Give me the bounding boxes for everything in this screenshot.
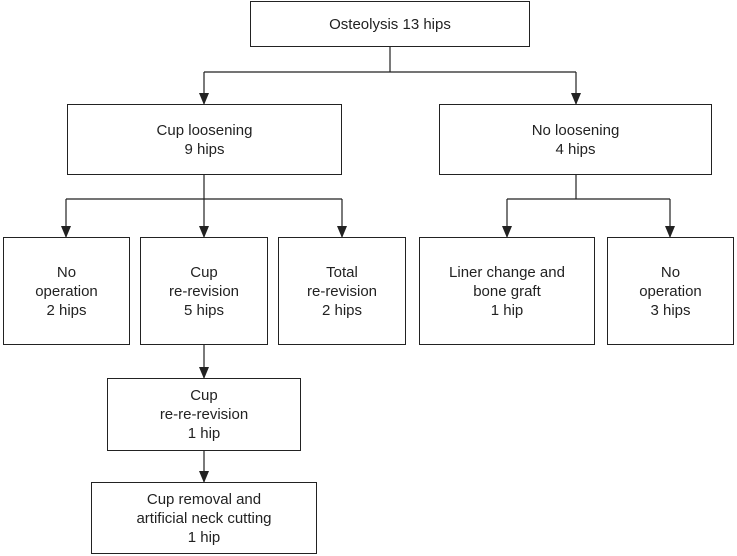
node-cup-removal: Cup removal and artificial neck cutting …: [91, 482, 317, 554]
node-cup-rerevision-line-3: 5 hips: [183, 301, 225, 319]
node-cup-removal-line-2: artificial neck cutting: [136, 509, 272, 527]
node-total-rerevision: Total re-revision 2 hips: [278, 237, 406, 345]
node-cup-rerevision: Cup re-revision 5 hips: [140, 237, 268, 345]
node-cup-rerevision-line-2: re-revision: [168, 282, 240, 300]
node-no-operation-right-line-3: 3 hips: [650, 301, 691, 319]
node-cup-rererevision-line-2: re-re-revision: [159, 406, 249, 423]
node-no-operation-left-line-2: operation: [35, 282, 98, 300]
node-no-operation-left-line-1: No: [56, 263, 77, 281]
node-no-operation-right-line-1: No: [660, 263, 681, 281]
node-cup-removal-line-1: Cup removal and: [146, 490, 262, 508]
node-cup-rererevision-line-1: Cup: [190, 387, 218, 404]
node-liner-change-line-1: Liner change and: [449, 263, 565, 281]
node-osteolysis-line-1: Osteolysis 13 hips: [329, 15, 451, 33]
node-liner-change-line-2: bone graft: [473, 282, 541, 300]
node-cup-rerevision-line-1: Cup: [190, 263, 218, 281]
node-cup-loosening: Cup loosening 9 hips: [67, 104, 342, 175]
node-total-rerevision-line-2: re-revision: [306, 282, 378, 300]
node-liner-change: Liner change and bone graft 1 hip: [419, 237, 595, 345]
node-no-operation-right-line-2: operation: [639, 282, 702, 300]
node-no-operation-left: No operation 2 hips: [3, 237, 130, 345]
node-no-loosening: No loosening 4 hips: [439, 104, 712, 175]
node-cup-loosening-line-2: 9 hips: [184, 140, 225, 158]
node-total-rerevision-line-3: 2 hips: [321, 301, 363, 319]
node-total-rerevision-line-1: Total: [326, 263, 358, 281]
node-no-operation-right: No operation 3 hips: [607, 237, 734, 345]
node-liner-change-line-3: 1 hip: [490, 301, 524, 319]
node-no-loosening-line-2: 4 hips: [555, 140, 596, 158]
node-cup-rererevision: Cup re-re-revision 1 hip: [107, 378, 301, 451]
node-no-operation-left-line-3: 2 hips: [46, 301, 87, 319]
node-cup-rererevision-line-3: 1 hip: [187, 425, 221, 442]
node-osteolysis: Osteolysis 13 hips: [250, 1, 530, 47]
node-cup-loosening-line-1: Cup loosening: [156, 121, 253, 139]
node-no-loosening-line-1: No loosening: [531, 121, 620, 139]
node-cup-removal-line-3: 1 hip: [187, 528, 221, 546]
